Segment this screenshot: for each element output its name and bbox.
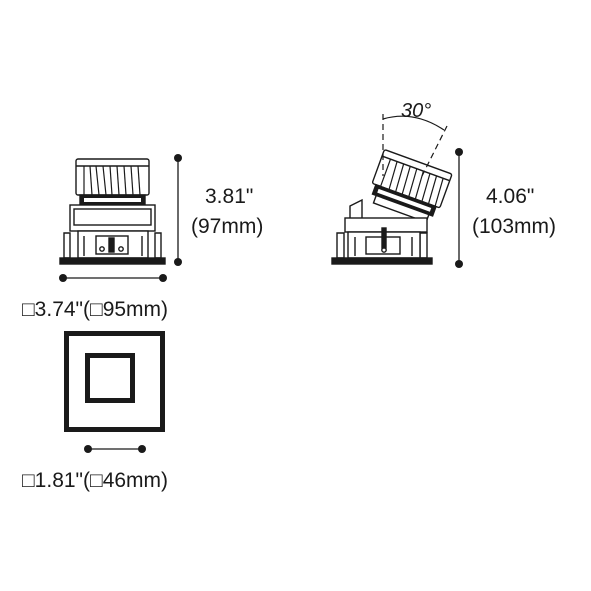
front-height-dimension [174,154,182,266]
aperture-opening [90,358,130,398]
front-height-mm-label: (97mm) [191,215,263,238]
front-width-label: □3.74"(□95mm) [22,298,168,321]
tilt-height-dim-top-dot [455,148,463,156]
aperture-label: □1.81"(□46mm) [22,469,168,492]
tilt-view-fixture [331,149,453,265]
front-height-inches-label: 3.81" [205,185,253,208]
aperture-dimension [84,445,146,453]
aperture-dim-left-dot [84,445,92,453]
front-height-dim-top-dot [174,154,182,162]
front-height-dim-bottom-dot [174,258,182,266]
tilt-angle-label: 30° [401,100,431,122]
front-width-dim-left-dot [59,274,67,282]
tilt-height-inches-label: 4.06" [486,185,534,208]
front-width-dimension [59,274,167,282]
front-width-dim-right-dot [159,274,167,282]
tilt-height-dimension [455,148,463,268]
front-view-fixture [59,158,166,265]
aperture-dim-right-dot [138,445,146,453]
top-view-trim [64,331,165,432]
tilt-height-dim-bottom-dot [455,260,463,268]
tilt-angle-indicator [382,114,448,179]
tilt-height-mm-label: (103mm) [472,215,556,238]
